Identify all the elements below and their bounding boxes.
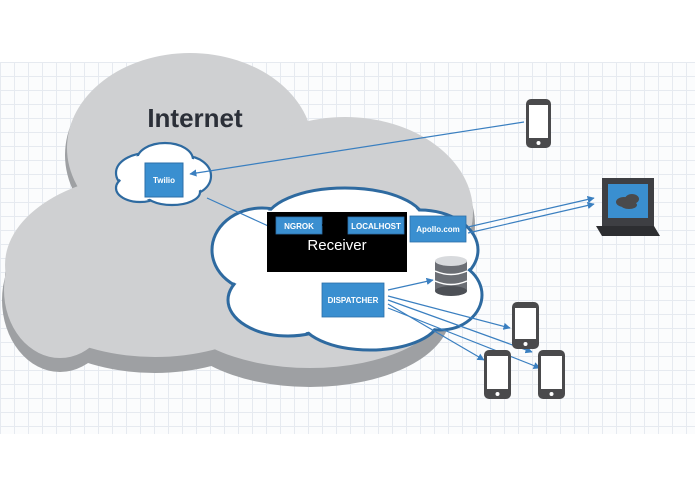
- receiver-label: Receiver: [307, 237, 366, 254]
- localhost-box: [347, 216, 405, 235]
- smartphone-icon: [526, 99, 551, 148]
- localhost-label: LOCALHOST: [351, 222, 401, 231]
- smartphone-icon: [538, 350, 565, 399]
- smartphone-icon: [484, 350, 511, 399]
- apollo-label: Apollo.com: [416, 225, 460, 234]
- twilio-box: [144, 162, 184, 198]
- dispatcher-box: [321, 282, 385, 318]
- twilio-label: Twilio: [153, 176, 175, 185]
- desktop-computer-icon: [596, 178, 660, 236]
- smartphone-icon: [512, 302, 539, 349]
- cloud-title: Internet: [147, 103, 243, 133]
- database-icon: [434, 256, 468, 296]
- connection-lines: [189, 121, 595, 369]
- ngrok-label: NGROK: [284, 222, 314, 231]
- apollo-box: [409, 215, 467, 243]
- dispatcher-label: DISPATCHER: [328, 296, 379, 305]
